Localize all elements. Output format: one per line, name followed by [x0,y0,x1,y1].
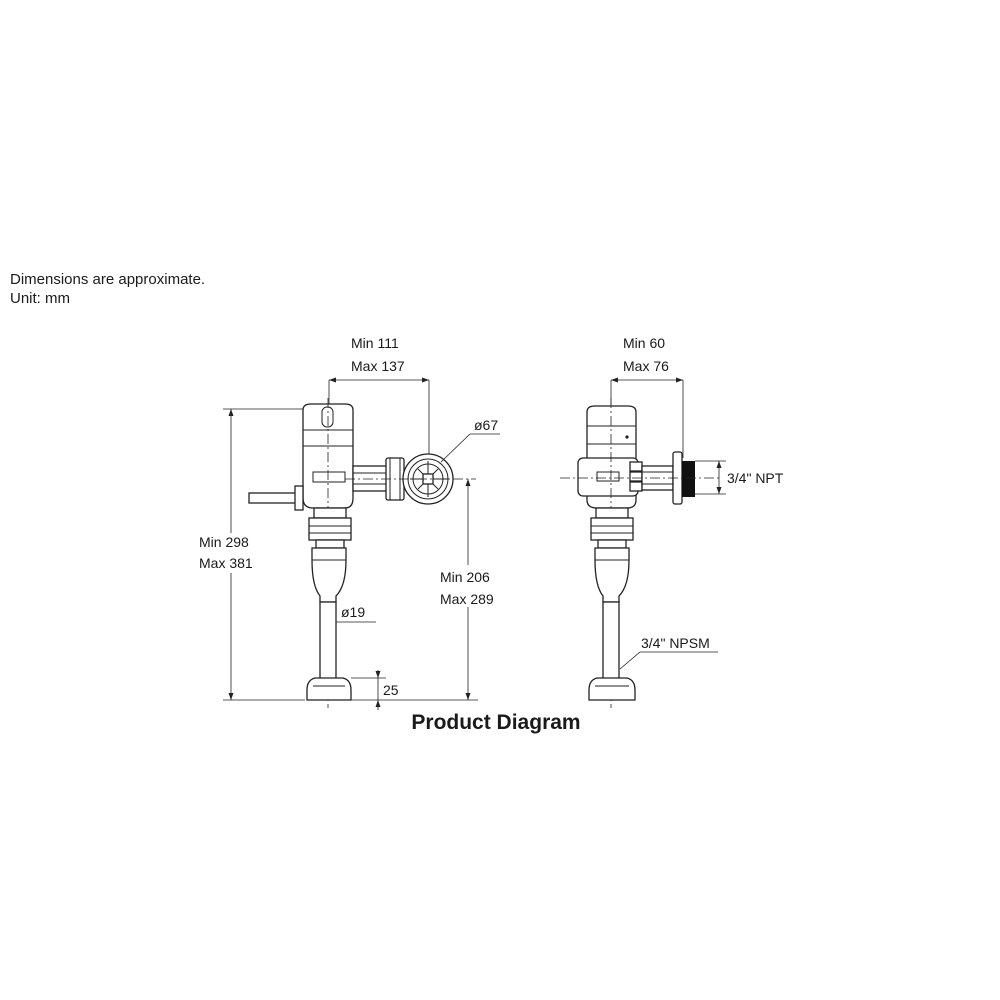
dimension-note: Dimensions are approximate. Unit: mm [10,270,205,308]
side-depth-min-label: Min 60 [623,335,665,351]
side-depth-max-label: Max 76 [623,358,669,374]
stop-diameter-label: ø67 [474,417,498,433]
front-width-max-label: Max 137 [351,358,405,374]
side-view: Min 60 Max 76 3/4" NPT [560,335,784,708]
unit-note: Unit: mm [10,290,70,307]
front-height-max-label: Max 381 [199,555,253,571]
tube-diameter-label: ø19 [341,604,365,620]
inlet-height-min-label: Min 206 [440,569,490,585]
front-height-min-label: Min 298 [199,534,249,550]
outlet-thread-label: 3/4" NPSM [641,635,710,651]
approximate-note: Dimensions are approximate. [10,271,206,288]
front-view: Min 111 Max 137 Min 298 Max 381 [196,335,504,710]
front-width-min-label: Min 111 [351,335,399,351]
base-height-label: 25 [383,682,399,698]
diagram-title: Product Diagram [411,711,581,734]
inlet-thread-label: 3/4" NPT [727,470,784,486]
inlet-height-max-label: Max 289 [440,591,494,607]
